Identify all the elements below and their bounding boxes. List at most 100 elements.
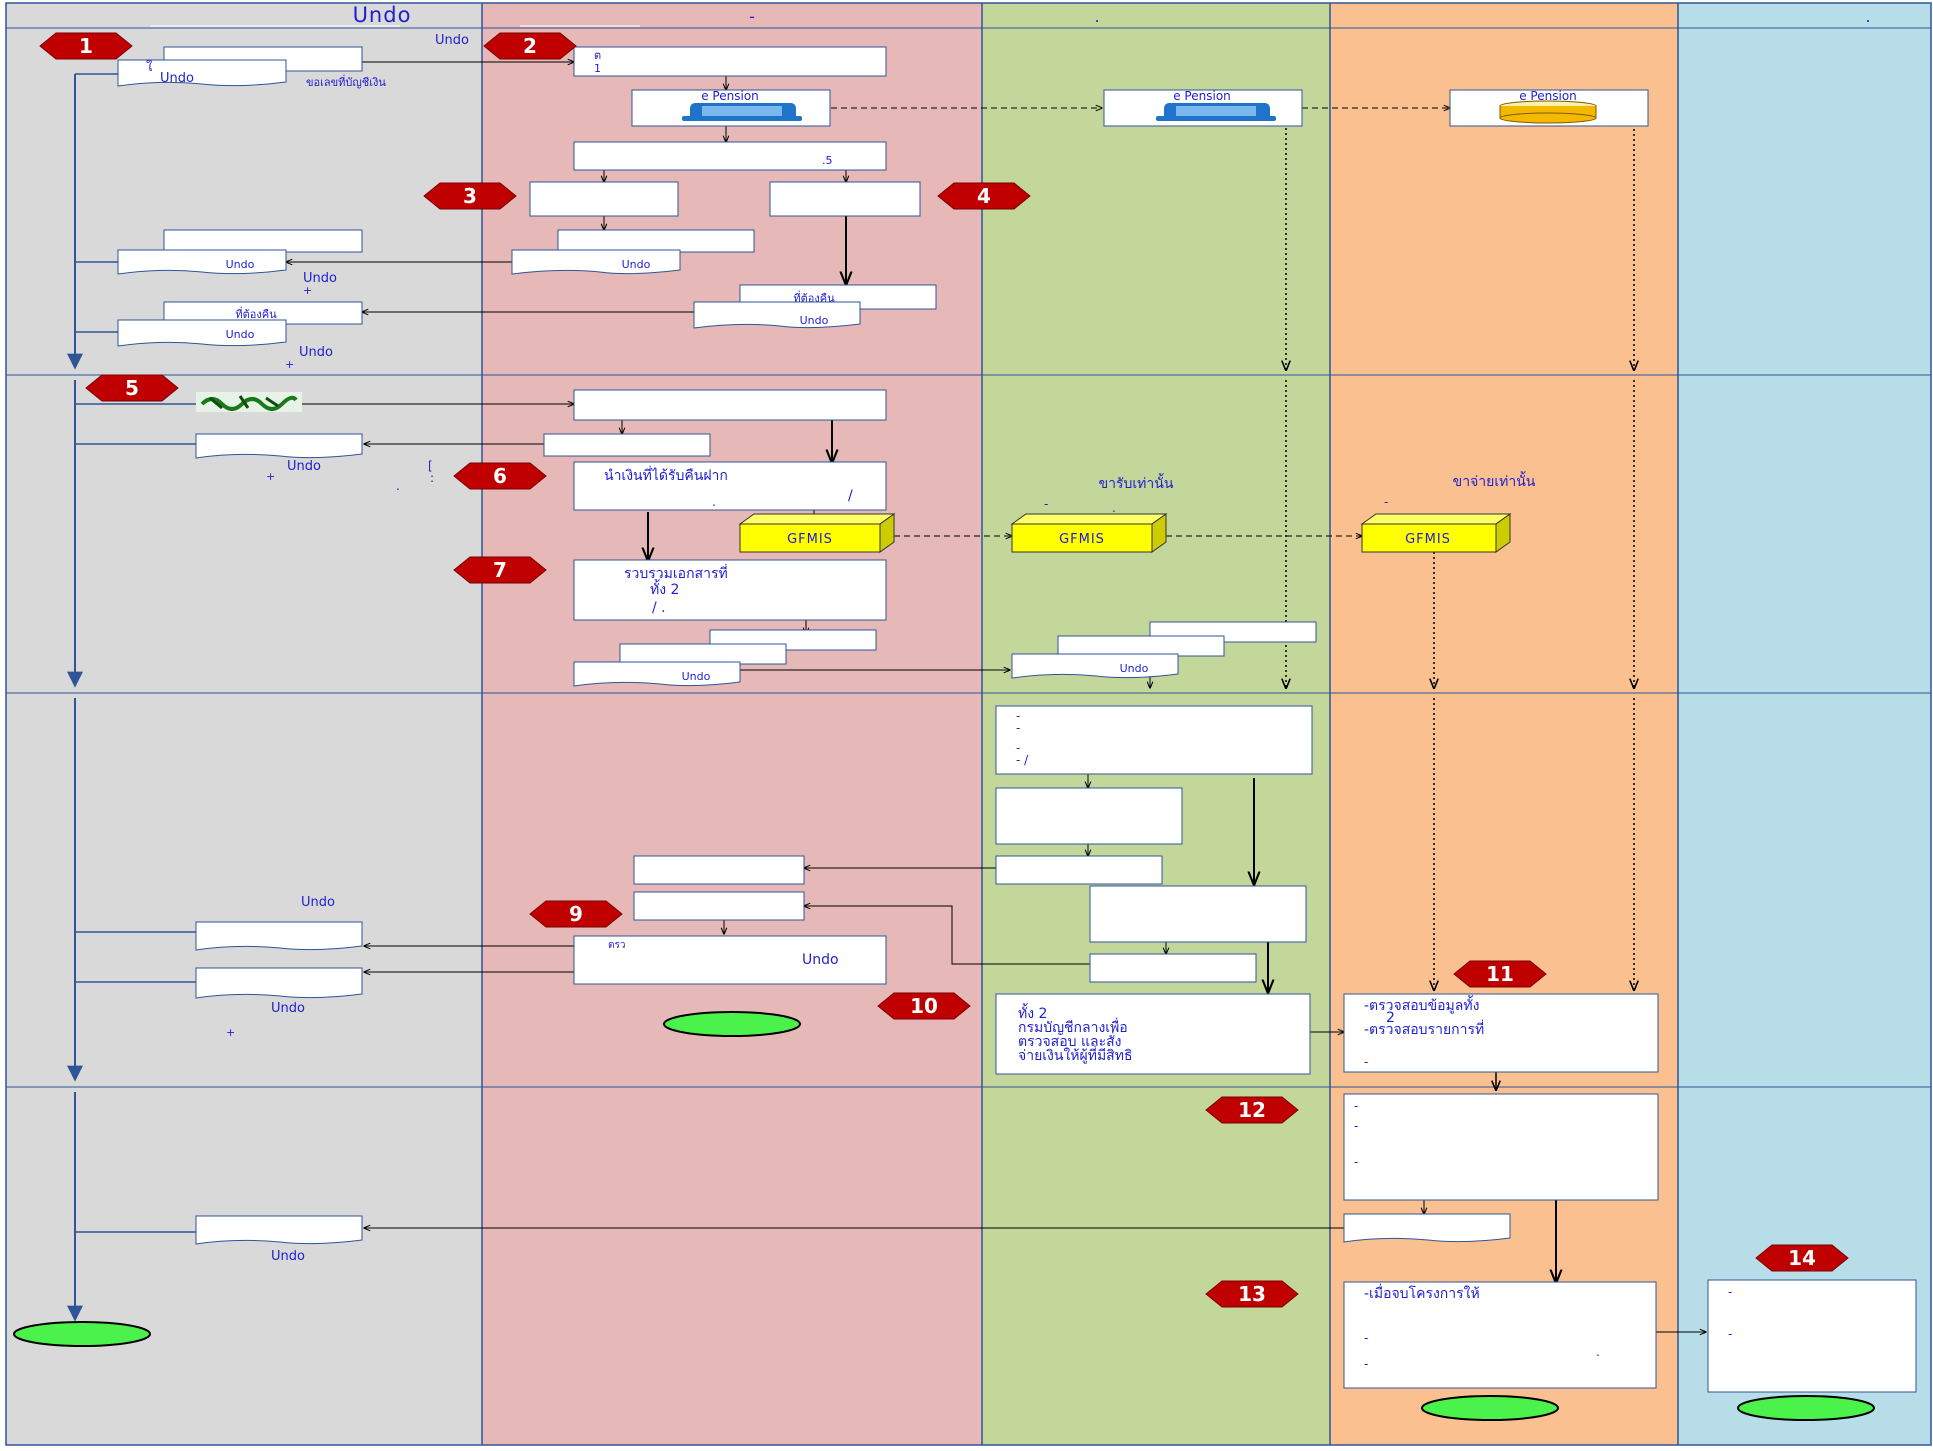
- svg-text:13: 13: [1238, 1282, 1266, 1306]
- svg-text:4: 4: [977, 184, 991, 208]
- lane1-doc-a-plus: +: [303, 284, 312, 297]
- step2-registration-box: .5: [573, 141, 887, 171]
- pension-system-2: e Pension: [1103, 89, 1303, 127]
- step11-text: -ตรวจสอบข้อมูลทั้ง 2 -ตรวจสอบรายการที่ -: [1364, 995, 1489, 1069]
- lane1-mark: :: [430, 471, 434, 485]
- database-icon: [1499, 100, 1597, 124]
- svg-text:12: 12: [1238, 1098, 1266, 1122]
- lane-5-header: .: [1865, 7, 1870, 26]
- lane-1-flowlines: [67, 73, 196, 1322]
- step3-document-stack: Undo: [511, 229, 755, 275]
- step2-request-box: ต 1: [573, 46, 887, 77]
- lane1-document-d: Undo: [195, 895, 363, 951]
- lane2-box-b: [633, 891, 805, 921]
- step13-text: -เมื่อจบโครงการให้ - -: [1364, 1284, 1484, 1371]
- step10-text: ทั้ง 2 กรมบัญชีกลางเพื่อ ตรวจสอบ และสั่ง…: [1018, 1003, 1133, 1064]
- step4-box: [769, 181, 921, 217]
- lane3-box-a: [995, 787, 1183, 845]
- step12-text: - - -: [1354, 1099, 1362, 1169]
- lane1-doc-d-note: Undo: [301, 895, 335, 910]
- lane-2-background: [482, 3, 982, 1445]
- svg-text:5: 5: [125, 376, 139, 400]
- step4-doc-top-label: ที่ต้องคืน: [793, 290, 835, 305]
- lane1-doc-e-note: Undo: [271, 1001, 305, 1016]
- lane3-box-b: [995, 855, 1163, 885]
- end-terminator-lane5: [1737, 1395, 1875, 1421]
- step1-doc-label: Undo: [435, 33, 469, 48]
- step8-list-box: - - - - /: [995, 705, 1313, 775]
- step1-document-stack: Undo ใ Undo ขอเลขที่บัญชีเงิน: [117, 33, 469, 89]
- computer-icon: [1156, 103, 1276, 121]
- lane1-doc-b-top-label: ที่ต้องคืน: [235, 306, 277, 321]
- lane3-doc-label: Undo: [1120, 662, 1149, 675]
- pension-system-1: e Pension: [631, 89, 831, 127]
- step-badge-4: 4: [937, 182, 1031, 210]
- step9-text: ตรว Undo: [608, 936, 839, 968]
- lane1-document-f: Undo: [195, 1215, 363, 1264]
- lane-2-header: -: [749, 7, 755, 26]
- step-badge-5: 5: [85, 374, 179, 402]
- diagram-border: [5, 2, 1932, 1446]
- swimlanes: Undo - . .: [5, 2, 1932, 1446]
- lane3-box-c: [1089, 885, 1307, 943]
- receive-only-dot: .: [1112, 501, 1116, 515]
- step-badge-11: 11: [1453, 960, 1547, 988]
- lane1-doc-a-note: Undo: [303, 271, 337, 286]
- lane3-box-d: [1089, 953, 1257, 983]
- lane1-doc-c-plus: +: [266, 470, 275, 483]
- step7-document-stack: Undo: [573, 629, 877, 687]
- step2c-text: .5: [822, 154, 833, 167]
- step11-box: -ตรวจสอบข้อมูลทั้ง 2 -ตรวจสอบรายการที่ -: [1343, 993, 1659, 1073]
- pension-system-3-label: e Pension: [1519, 89, 1577, 103]
- step7-doc-label: Undo: [682, 670, 711, 683]
- step-badge-1: 1: [39, 32, 133, 60]
- svg-text:1: 1: [79, 34, 93, 58]
- lane1-document-c: Undo + [ : .: [195, 433, 434, 493]
- svg-text:7: 7: [493, 558, 507, 582]
- end-terminator-lane1: [13, 1321, 151, 1347]
- gfmis-box-2: GFMIS: [1010, 513, 1168, 553]
- lane1-document-e: Undo +: [195, 967, 363, 1039]
- lane1-mark: [: [428, 459, 433, 473]
- computer-icon: [682, 103, 802, 121]
- svg-text:6: 6: [493, 464, 507, 488]
- pay-only-dash: -: [1384, 495, 1388, 509]
- svg-text:10: 10: [910, 994, 938, 1018]
- step-badge-14: 14: [1755, 1244, 1849, 1272]
- svg-text:2: 2: [523, 34, 537, 58]
- pension-system-1-label: e Pension: [701, 89, 759, 103]
- gfmis-1-label: GFMIS: [787, 532, 833, 547]
- step1-doc-line: ใ: [146, 59, 152, 75]
- lane-1-header: Undo: [353, 3, 412, 27]
- step13-dot: .: [1596, 1345, 1600, 1359]
- receive-only-label: ขารับเท่านั้น: [1099, 473, 1174, 492]
- lane1-mark: .: [396, 479, 400, 493]
- pension-system-3: e Pension: [1449, 89, 1649, 127]
- step9-box: ตรว Undo: [573, 935, 887, 985]
- step13-box: -เมื่อจบโครงการให้ - - .: [1343, 1281, 1657, 1389]
- end-terminator-lane2: [663, 1011, 801, 1037]
- arrow: [804, 906, 1090, 965]
- svg-text:14: 14: [1788, 1246, 1816, 1270]
- step-badges: 1 2 3 4 5 6 7 9: [39, 32, 1849, 1308]
- step4-doc-label: Undo: [800, 314, 829, 327]
- step-badge-9: 9: [529, 900, 623, 928]
- step5-box: [573, 389, 887, 421]
- svg-text:3: 3: [463, 184, 477, 208]
- step6-text: นำเงินที่ได้รับคืนฝาก /: [604, 466, 853, 504]
- receive-only-dash: -: [1044, 497, 1048, 511]
- nodes: Undo ใ Undo ขอเลขที่บัญชีเงิน ต 1 e Pens…: [13, 33, 1917, 1421]
- pay-only-label: ขาจ่ายเท่านั้น: [1453, 471, 1536, 490]
- step4-document-stack: ที่ต้องคืน Undo: [693, 284, 937, 329]
- step1-doc-text: ใ Undo: [146, 59, 194, 86]
- gfmis-box-1: GFMIS: [738, 513, 896, 553]
- step3-box: [529, 181, 679, 217]
- step-badge-2: 2: [483, 32, 577, 60]
- step12-document: [1343, 1213, 1511, 1243]
- step-badge-3: 3: [423, 182, 517, 210]
- step-badge-7: 7: [453, 556, 547, 584]
- gfmis-2-label: GFMIS: [1059, 532, 1105, 547]
- gfmis-3-label: GFMIS: [1405, 532, 1451, 547]
- lane1-doc-f-note: Undo: [271, 1249, 305, 1264]
